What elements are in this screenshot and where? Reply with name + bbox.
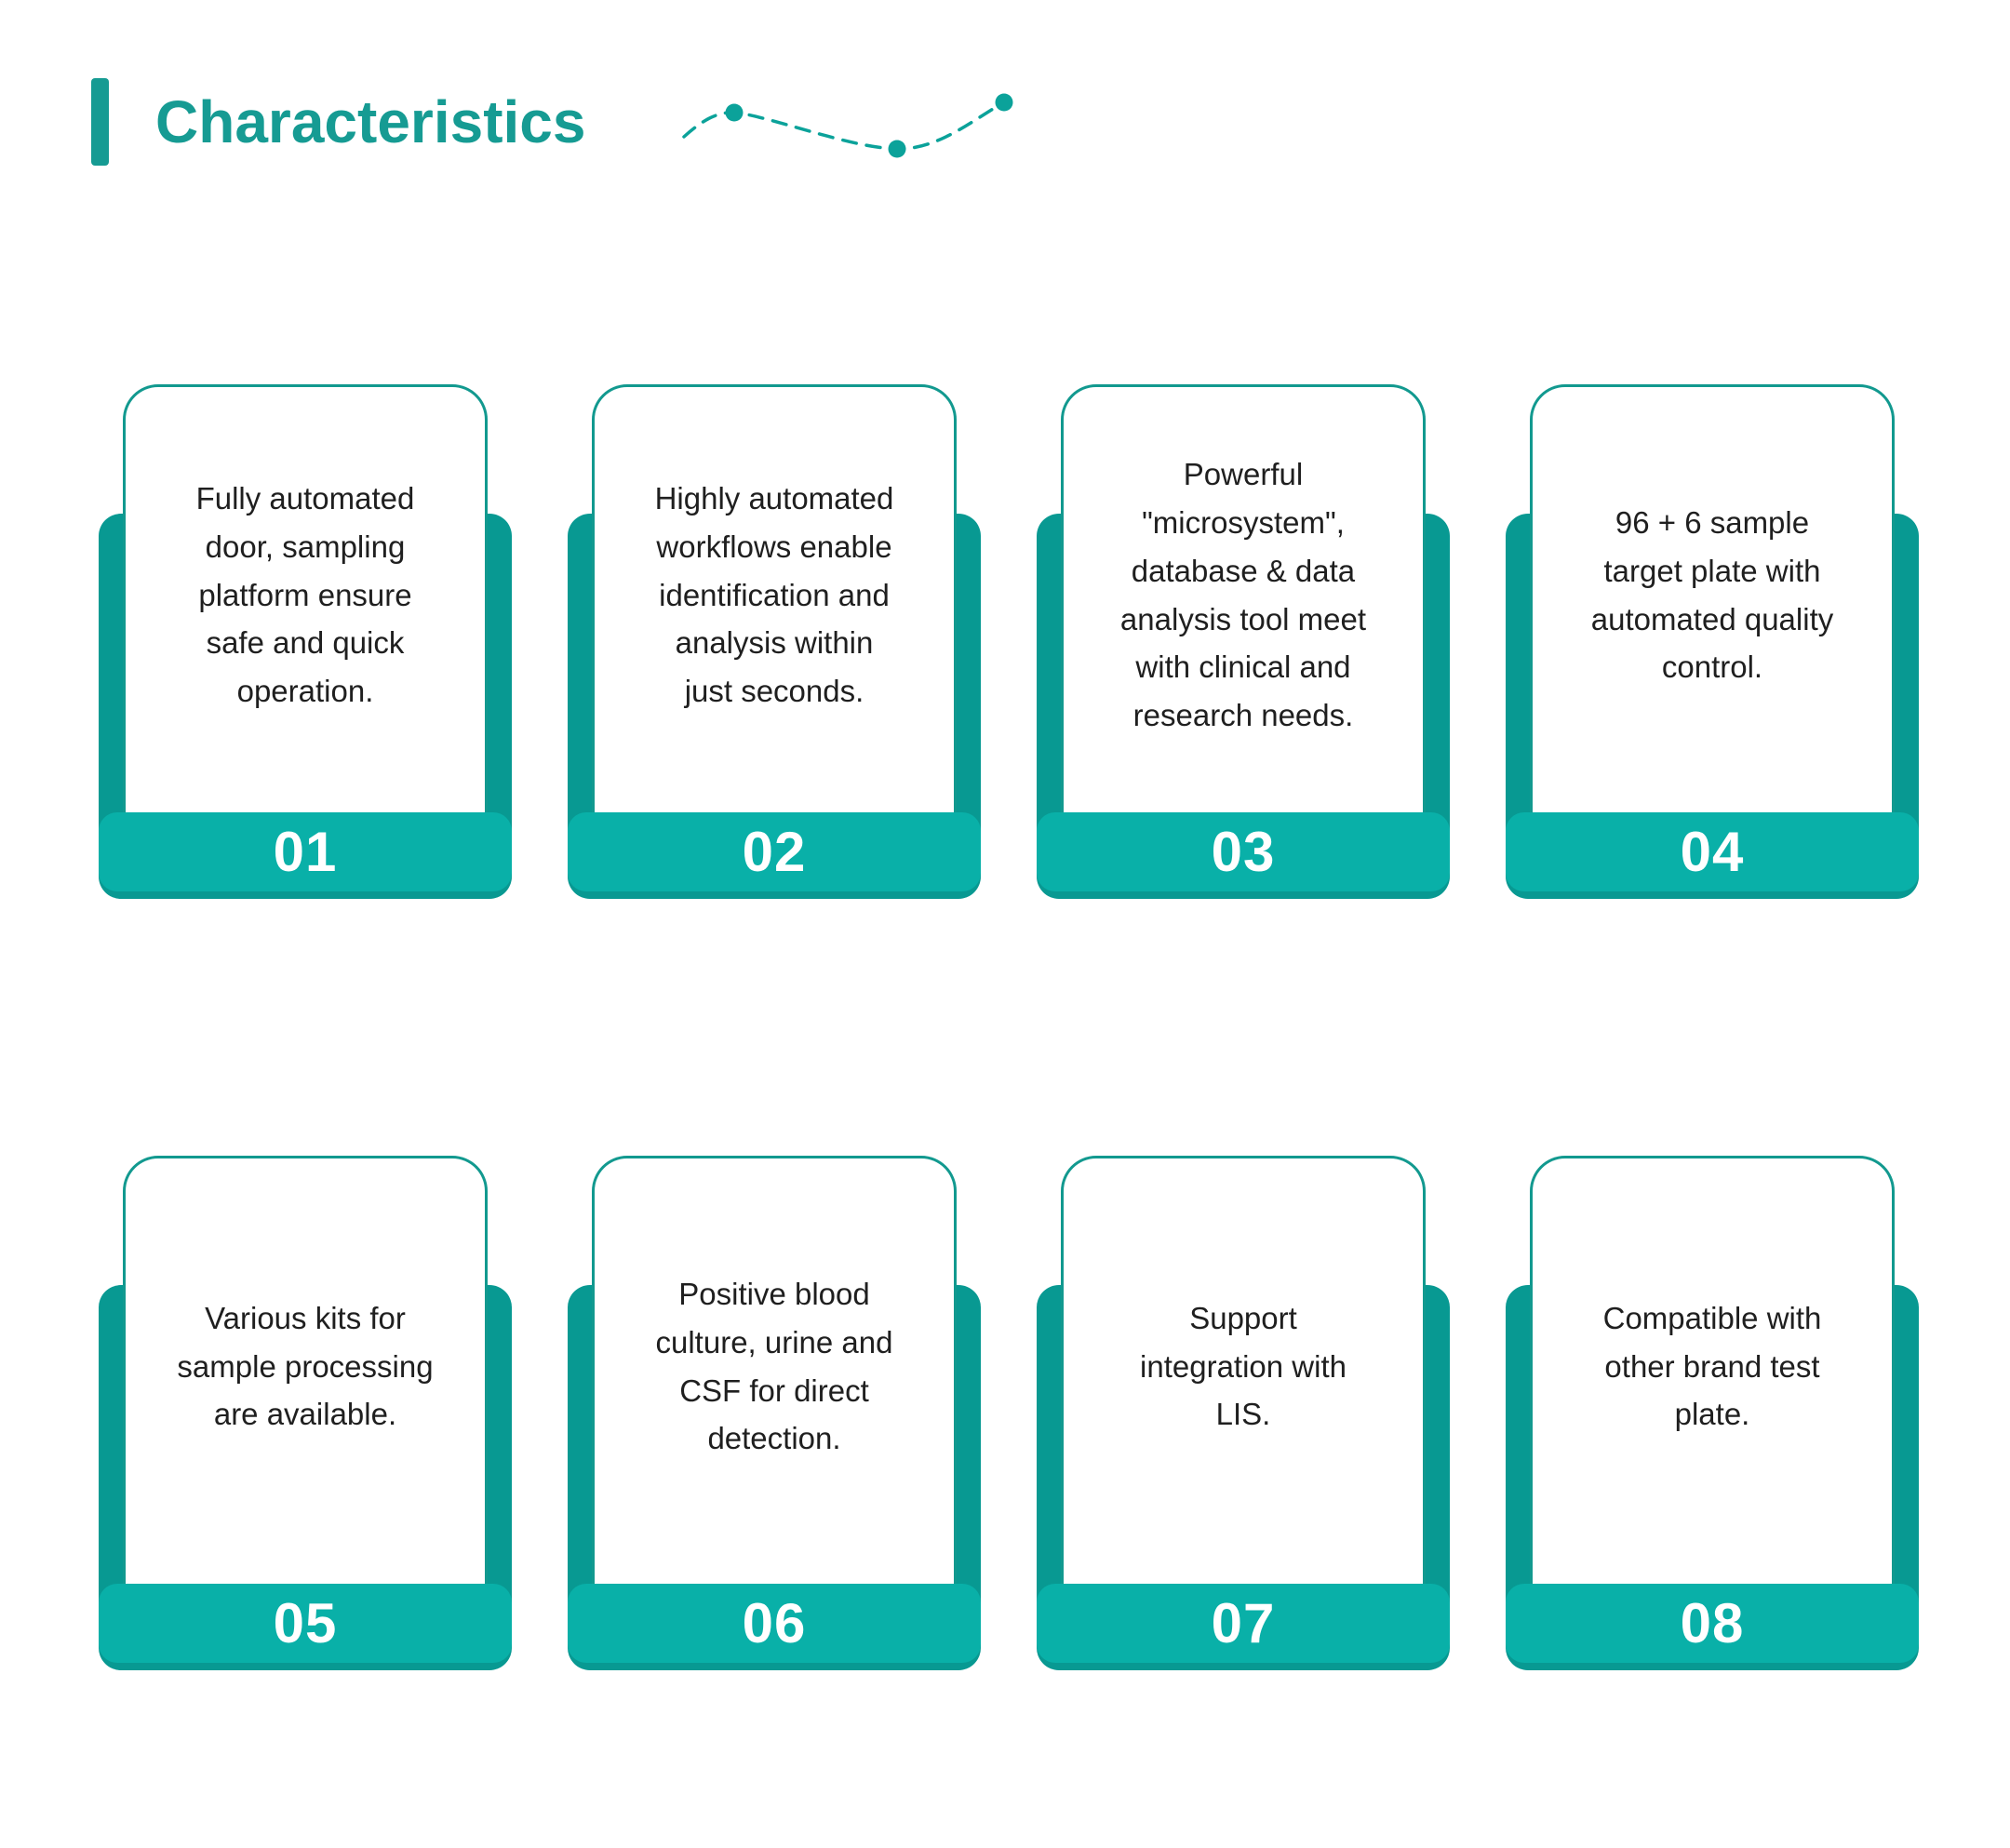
card-body: Fully automated door, sampling platform … — [123, 384, 488, 812]
card-body: Powerful "microsystem", database & data … — [1061, 384, 1426, 812]
card-body: Positive blood culture, urine and CSF fo… — [592, 1156, 957, 1584]
cards-grid: Fully automated door, sampling platform … — [99, 384, 1919, 1670]
card-body: Compatible with other brand test plate. — [1530, 1156, 1895, 1584]
card-text: Powerful "microsystem", database & data … — [1119, 457, 1367, 733]
wave-dot — [888, 140, 906, 158]
card-number: 06 — [742, 1592, 807, 1654]
title-accent-bar — [91, 78, 109, 166]
card-number: 08 — [1680, 1592, 1745, 1654]
feature-card-08: Compatible with other brand test plate. … — [1506, 1156, 1919, 1670]
card-text: Compatible with other brand test plate. — [1602, 1300, 1822, 1432]
feature-card-06: Positive blood culture, urine and CSF fo… — [568, 1156, 981, 1670]
card-body: Support integration with LIS. — [1061, 1156, 1426, 1584]
card-number-banner: 01 — [99, 812, 512, 891]
card-text: 96 + 6 sample target plate with automate… — [1590, 504, 1834, 685]
feature-card-03: Powerful "microsystem", database & data … — [1037, 384, 1450, 899]
card-number: 02 — [742, 821, 807, 883]
wave-dot — [995, 93, 1013, 112]
card-number: 03 — [1211, 821, 1276, 883]
card-number-banner: 02 — [568, 812, 981, 891]
page-header: Characteristics — [0, 0, 2010, 261]
feature-card-07: Support integration with LIS. 07 — [1037, 1156, 1450, 1670]
card-number: 01 — [273, 821, 338, 883]
card-number: 07 — [1211, 1592, 1276, 1654]
card-body: Highly automated workflows enable identi… — [592, 384, 957, 812]
card-number-banner: 05 — [99, 1584, 512, 1663]
card-number-banner: 06 — [568, 1584, 981, 1663]
card-text: Various kits for sample processing are a… — [177, 1300, 434, 1432]
card-text: Fully automated door, sampling platform … — [195, 481, 415, 709]
page-title: Characteristics — [155, 88, 586, 155]
card-number-banner: 04 — [1506, 812, 1919, 891]
feature-card-04: 96 + 6 sample target plate with automate… — [1506, 384, 1919, 899]
feature-card-02: Highly automated workflows enable identi… — [568, 384, 981, 899]
card-number: 05 — [273, 1592, 338, 1654]
card-number-banner: 07 — [1037, 1584, 1450, 1663]
card-number: 04 — [1680, 821, 1745, 883]
card-text: Positive blood culture, urine and CSF fo… — [655, 1276, 893, 1456]
card-number-banner: 08 — [1506, 1584, 1919, 1663]
dashed-wave-icon — [682, 93, 1013, 158]
wave-dot — [725, 103, 744, 122]
card-number-banner: 03 — [1037, 812, 1450, 891]
card-body: Various kits for sample processing are a… — [123, 1156, 488, 1584]
card-body: 96 + 6 sample target plate with automate… — [1530, 384, 1895, 812]
card-text: Highly automated workflows enable identi… — [654, 481, 894, 709]
card-text: Support integration with LIS. — [1140, 1300, 1347, 1432]
feature-card-01: Fully automated door, sampling platform … — [99, 384, 512, 899]
feature-card-05: Various kits for sample processing are a… — [99, 1156, 512, 1670]
